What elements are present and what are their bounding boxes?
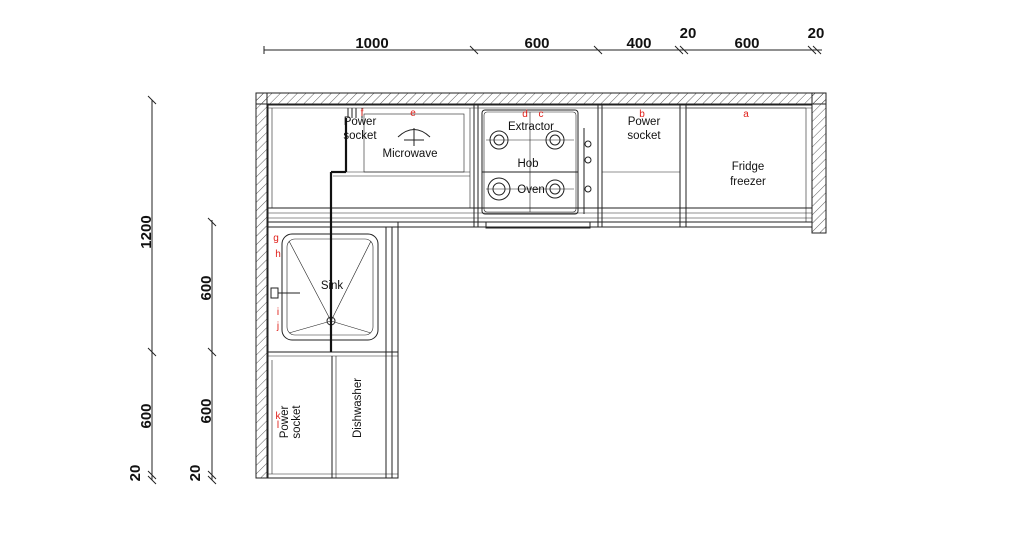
power-socket-top-left-label-1: Power — [344, 116, 377, 128]
hob-oven — [481, 109, 592, 229]
marker-i: i — [277, 307, 279, 318]
power-socket-top-left-label-2: socket — [343, 130, 377, 142]
dim-inner-600-bottom: 600 — [198, 398, 215, 423]
dishwasher-label: Dishwasher — [352, 378, 364, 438]
dim-top-400: 400 — [626, 35, 651, 52]
dim-left-1200: 1200 — [138, 215, 155, 248]
power-socket-top-mid-label-2: socket — [627, 130, 661, 142]
power-socket-top-mid-label-1: Power — [628, 116, 661, 128]
dim-left-600: 600 — [138, 403, 155, 428]
marker-h: h — [275, 249, 281, 260]
marker-c: c — [539, 109, 544, 120]
left-counter — [267, 118, 399, 479]
dim-top-1000: 1000 — [355, 35, 388, 52]
marker-f: f — [361, 108, 364, 119]
marker-d: d — [522, 109, 528, 120]
dim-inner-600-top: 600 — [198, 275, 215, 300]
dim-inner-20: 20 — [187, 465, 204, 482]
marker-e: e — [410, 108, 416, 119]
marker-a: a — [743, 109, 749, 120]
marker-b: b — [639, 109, 645, 120]
marker-l: l — [277, 420, 279, 431]
dim-top-20-right: 20 — [808, 25, 825, 42]
dim-top-20-left: 20 — [680, 25, 697, 42]
extractor-label: Extractor — [508, 121, 554, 133]
hob-label: Hob — [517, 158, 538, 170]
oven-label: Oven — [517, 184, 545, 196]
dimension-lines — [147, 45, 822, 485]
dim-left-20: 20 — [127, 465, 144, 482]
dim-top-600-right: 600 — [734, 35, 759, 52]
dim-top-600: 600 — [524, 35, 549, 52]
marker-k: k — [276, 411, 282, 422]
microwave-label: Microwave — [383, 148, 438, 160]
sink-label: Sink — [321, 280, 344, 292]
power-socket-bottom-label-1: Power — [279, 406, 291, 439]
marker-j: j — [276, 321, 279, 332]
fridge-freezer-label-1: Fridge — [732, 161, 765, 173]
fridge-freezer-label-2: freezer — [730, 176, 766, 188]
marker-g: g — [273, 233, 279, 244]
top-counter — [267, 104, 813, 228]
power-socket-bottom-label-2: socket — [291, 405, 303, 439]
